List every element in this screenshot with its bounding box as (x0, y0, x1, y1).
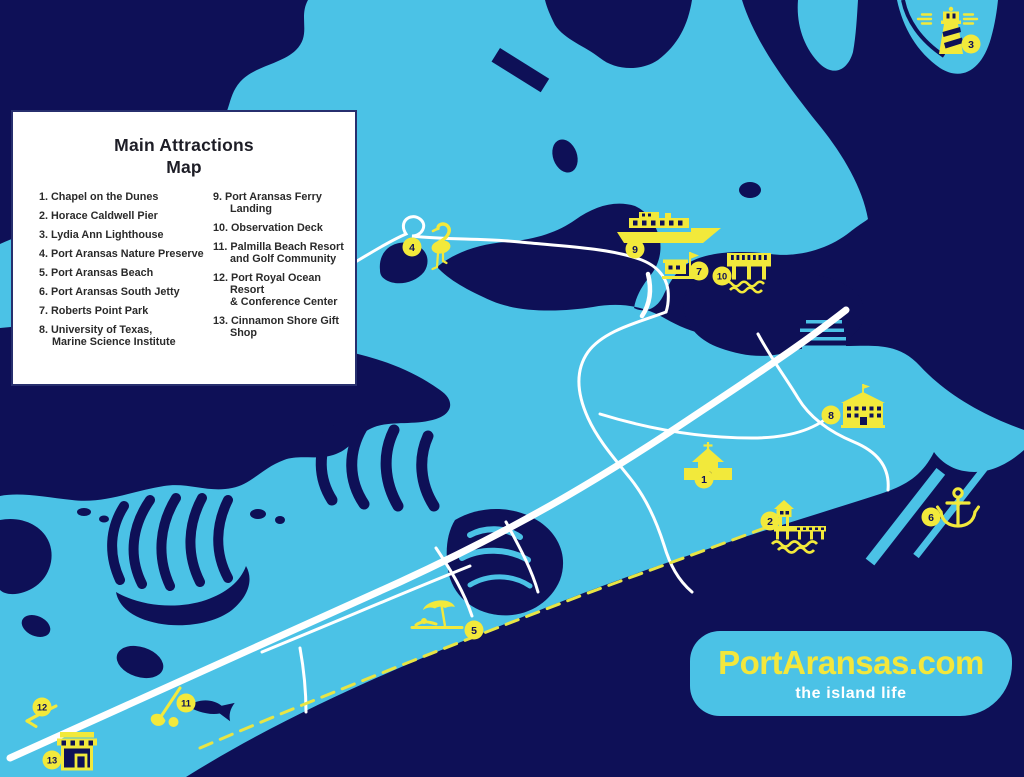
svg-text:8: 8 (828, 410, 834, 422)
marker-badge-13[interactable]: 13 (42, 750, 62, 770)
anchor-icon[interactable] (936, 487, 980, 528)
south-jetty-strips (865, 459, 993, 566)
fish-icon (187, 700, 235, 722)
marker-badges: 1 2 3 4 5 6 7 8 9 10 11 12 13 (32, 34, 981, 770)
marker-badge-1[interactable]: 1 (694, 469, 714, 489)
branding-tagline: the island life (795, 685, 907, 702)
svg-text:3: 3 (968, 39, 974, 51)
svg-text:2: 2 (767, 516, 773, 528)
pier-icon[interactable] (770, 500, 826, 554)
legend-item: 10. Observation Deck (213, 222, 323, 234)
legend-item: 6. Port Aransas South Jetty (39, 286, 180, 298)
legend-title: Main Attractions Map (114, 135, 254, 177)
marker-badge-12[interactable]: 12 (32, 697, 52, 717)
svg-text:9: 9 (632, 244, 638, 256)
legend-item: 2. Horace Caldwell Pier (39, 210, 158, 222)
marker-badge-2[interactable]: 2 (760, 511, 780, 531)
svg-text:6: 6 (928, 512, 934, 524)
marker-badge-4[interactable]: 4 (402, 237, 422, 257)
svg-text:11: 11 (181, 699, 191, 709)
flamingo-icon[interactable] (431, 222, 452, 271)
ferry-icon[interactable] (617, 212, 721, 243)
marker-badge-6[interactable]: 6 (921, 507, 941, 527)
observation-deck-icon[interactable] (723, 253, 771, 294)
attraction-icons (25, 6, 980, 771)
branding-site: PortAransas.com (718, 644, 984, 681)
legend-item: 7. Roberts Point Park (39, 305, 149, 317)
legend-item: 3. Lydia Ann Lighthouse (39, 229, 164, 241)
land-overlays (459, 320, 993, 589)
marker-badge-5[interactable]: 5 (464, 620, 484, 640)
svg-text:7: 7 (696, 266, 702, 278)
legend-list-right: 9. Port Aransas Ferry Landing 10. Observ… (213, 191, 349, 339)
svg-text:12: 12 (37, 703, 47, 713)
marker-badge-3[interactable]: 3 (961, 34, 981, 54)
svg-text:4: 4 (409, 242, 415, 254)
lighthouse-icon[interactable] (916, 6, 979, 54)
legend-panel: Main Attractions Map 1. Chapel on the Du… (11, 110, 357, 386)
legend-list-left: 1. Chapel on the Dunes 2. Horace Caldwel… (39, 191, 207, 348)
legend-item: 9. Port Aransas Ferry Landing (213, 191, 322, 215)
svg-text:5: 5 (471, 625, 477, 637)
legend-item: 11. Palmilla Beach Resort and Golf Commu… (213, 241, 344, 265)
svg-text:1: 1 (701, 474, 707, 486)
marker-badge-11[interactable]: 11 (176, 693, 196, 713)
marker-badge-7[interactable]: 7 (689, 261, 709, 281)
beach-access-road (198, 522, 777, 750)
university-icon[interactable] (841, 384, 885, 428)
legend-item: 1. Chapel on the Dunes (39, 191, 159, 203)
legend-item: 13. Cinnamon Shore Gift Shop (213, 315, 339, 339)
marker-badge-10[interactable]: 10 (712, 266, 732, 286)
branding-card: PortAransas.com the island life (690, 631, 1012, 716)
marker-badge-8[interactable]: 8 (821, 405, 841, 425)
svg-text:10: 10 (717, 272, 727, 282)
gift-shop-icon[interactable] (57, 732, 97, 771)
legend-item: 8. University of Texas, Marine Science I… (39, 324, 176, 348)
legend-item: 5. Port Aransas Beach (39, 267, 154, 279)
svg-text:13: 13 (47, 756, 57, 766)
legend-item: 4. Port Aransas Nature Preserve (39, 248, 204, 260)
legend-item: 12. Port Royal Ocean Resort & Conference… (213, 272, 338, 308)
golf-icon[interactable] (150, 686, 182, 727)
beach-icon[interactable] (410, 600, 464, 629)
roads (6, 215, 890, 762)
marker-badge-9[interactable]: 9 (625, 239, 645, 259)
